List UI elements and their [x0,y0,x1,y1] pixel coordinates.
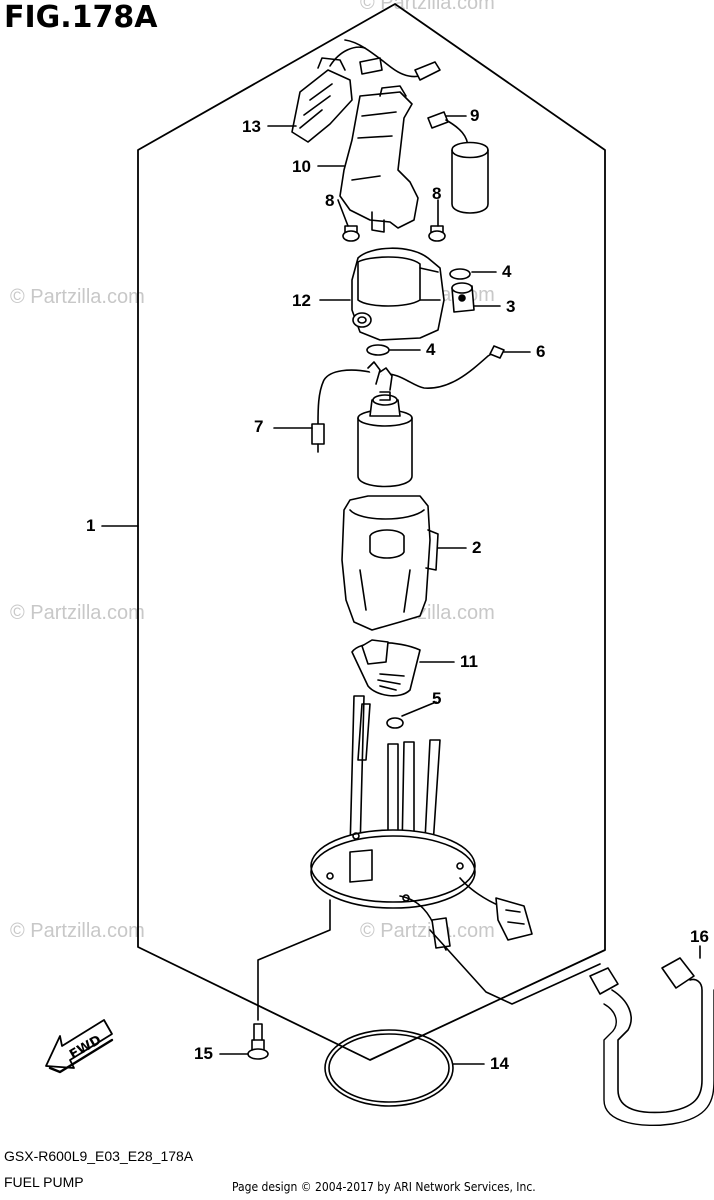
screw-left [342,225,360,242]
leader-line [257,899,331,1021]
callout-6: 6 [536,342,546,361]
screw-right [428,225,446,242]
pump-lead-wires [311,345,505,453]
gasket-ring [324,1029,454,1107]
watermark: © Partzilla.com [10,286,145,308]
callout-7: 7 [254,417,264,436]
watermark: © Partzilla.com [360,0,495,14]
callout-15: 15 [194,1044,213,1063]
callout-5: 5 [432,689,442,708]
callout-12: 12 [292,291,311,310]
leader-8a [337,199,349,227]
leader-5 [401,701,437,717]
pump-bracket [339,85,419,233]
callout-14: 14 [490,1054,509,1073]
regulator-housing [351,247,445,341]
mounting-bolt [247,1023,269,1060]
callout-9: 9 [470,106,480,125]
callout-10: 10 [292,157,311,176]
pressure-regulator [451,282,475,313]
o-ring-lower [366,344,390,356]
fuel-hose-assembly [589,957,714,1127]
fwd-arrow-icon [45,1019,114,1074]
leader-line [429,929,601,1005]
copyright-credit: Page design © 2004-2017 by ARI Network S… [232,1180,536,1194]
pump-holder [341,495,439,631]
callout-16: 16 [690,927,709,946]
watermark: © Partzilla.com [10,920,145,942]
fuel-filter [351,639,421,697]
callout-2: 2 [472,538,482,557]
callout-4: 4 [502,262,512,281]
o-ring-upper [449,268,471,280]
callout-4: 4 [426,340,436,359]
figure-title: FIG.178A [4,0,158,35]
callout-1: 1 [86,516,96,535]
connector-holder-bracket [291,39,441,143]
callout-11: 11 [460,652,478,671]
watermark: © Partzilla.com [10,602,145,624]
callout-3: 3 [506,297,516,316]
fuel-level-float [427,111,489,214]
fuel-pump-motor [357,391,413,488]
o-ring-small [386,717,404,729]
callout-8: 8 [325,191,335,210]
model-code: GSX-R600L9_E03_E28_178A [4,1148,194,1164]
pump-base-plate [310,695,533,951]
callout-8: 8 [432,184,442,203]
page-name: FUEL PUMP [4,1174,84,1190]
callout-13: 13 [242,117,261,136]
watermark: © Partzilla.com [360,920,495,942]
assembly-boundary [137,3,606,1061]
